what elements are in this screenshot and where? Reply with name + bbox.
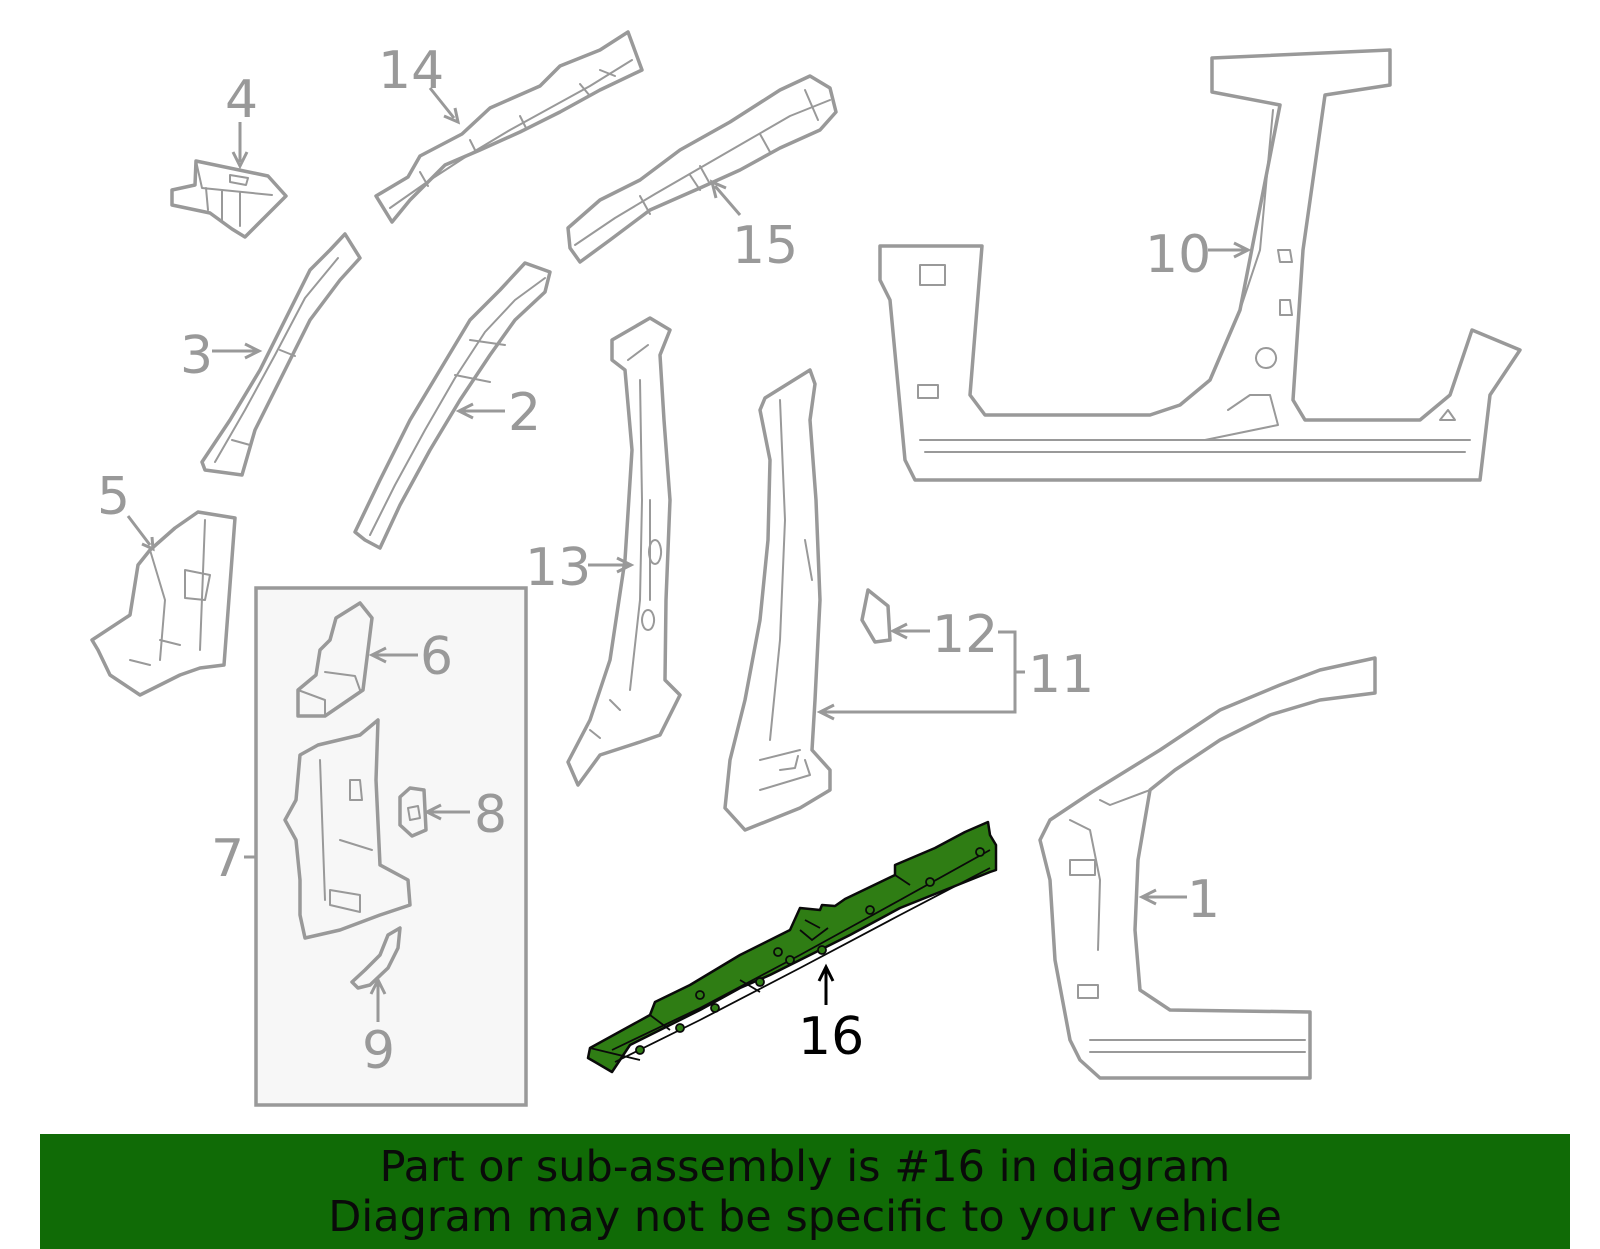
part-11[interactable] <box>723 368 832 832</box>
callout-12: 12 <box>932 605 998 665</box>
part-8[interactable] <box>398 786 428 838</box>
group-box-7 <box>254 586 528 1107</box>
part-13[interactable] <box>566 316 682 787</box>
part-5[interactable] <box>90 510 237 697</box>
leader-lines <box>126 87 1252 1022</box>
part-15[interactable] <box>566 74 838 264</box>
callout-15: 15 <box>732 216 798 276</box>
part-16-highlighted[interactable] <box>586 820 998 1074</box>
part-6[interactable] <box>296 601 374 718</box>
callout-2: 2 <box>508 383 541 443</box>
callout-8: 8 <box>474 785 507 845</box>
callout-9: 9 <box>362 1021 395 1081</box>
callout-13: 13 <box>525 538 591 598</box>
callout-6: 6 <box>420 627 453 687</box>
part-14[interactable] <box>374 30 644 224</box>
callout-7: 7 <box>211 829 244 889</box>
part-7[interactable] <box>283 718 412 940</box>
callout-14: 14 <box>378 41 444 101</box>
callout-3: 3 <box>180 326 213 386</box>
part-1[interactable] <box>1038 656 1377 1080</box>
part-10[interactable] <box>878 48 1522 482</box>
part-3[interactable] <box>200 232 362 477</box>
callout-4: 4 <box>225 70 258 130</box>
part-9[interactable] <box>350 926 402 990</box>
callout-10: 10 <box>1145 225 1211 285</box>
info-banner: Part or sub-assembly is #16 in diagram D… <box>40 1134 1570 1249</box>
callout-5: 5 <box>97 467 130 527</box>
banner-line-1: Part or sub-assembly is #16 in diagram <box>379 1142 1231 1192</box>
callout-11: 11 <box>1028 645 1094 705</box>
callout-16: 16 <box>798 1007 864 1067</box>
part-2[interactable] <box>353 261 552 550</box>
part-12[interactable] <box>860 588 892 644</box>
banner-line-2: Diagram may not be specific to your vehi… <box>328 1192 1282 1242</box>
callout-1: 1 <box>1187 870 1220 930</box>
part-4[interactable] <box>170 159 288 239</box>
